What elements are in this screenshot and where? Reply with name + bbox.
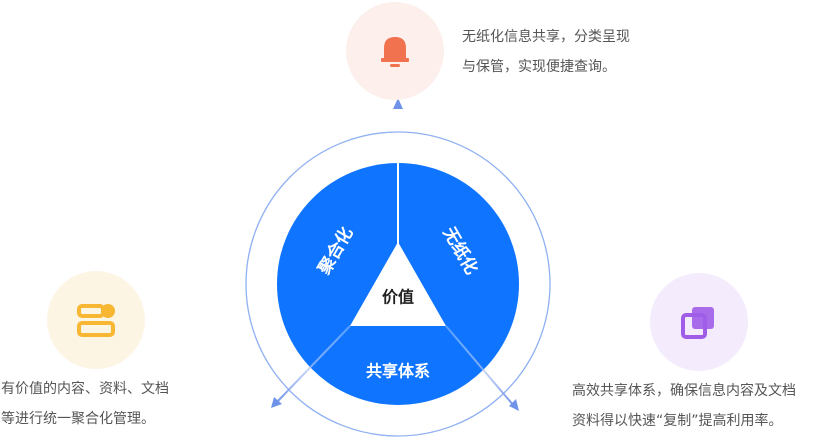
segment-bottom-label: 共享体系 [366,362,430,381]
arrow-left [275,325,351,404]
storage-icon [77,304,115,337]
top-node-badge [346,2,444,100]
arrow-right [445,325,515,407]
arrow-up-head [393,98,403,109]
top-node-description: 无纸化信息共享，分类呈现 与保管，实现便捷查询。 [462,22,630,82]
right-node-line-1: 高效共享体系，确保信息内容及文档 [572,383,796,399]
left-node-line-2: 等进行统一聚合化管理。 [1,411,155,427]
left-node-description: 有价值的内容、资料、文档 等进行统一聚合化管理。 [1,374,169,434]
left-node-line-1: 有价值的内容、资料、文档 [1,381,169,397]
right-node-badge [650,273,748,371]
bell-icon [381,37,409,67]
right-node-description: 高效共享体系，确保信息内容及文档 资料得以快速“复制”提高利用率。 [572,376,796,436]
arrow-left-head [271,397,282,408]
left-node-badge [47,271,145,369]
center-triangle [350,242,446,326]
arrow-right-head [509,399,519,411]
copy-icon [681,307,714,339]
right-node-line-2: 资料得以快速“复制”提高利用率。 [572,413,783,429]
center-label: 价值 [382,288,414,307]
top-node-line-2: 与保管，实现便捷查询。 [462,59,616,75]
top-node-line-1: 无纸化信息共享，分类呈现 [462,29,630,45]
